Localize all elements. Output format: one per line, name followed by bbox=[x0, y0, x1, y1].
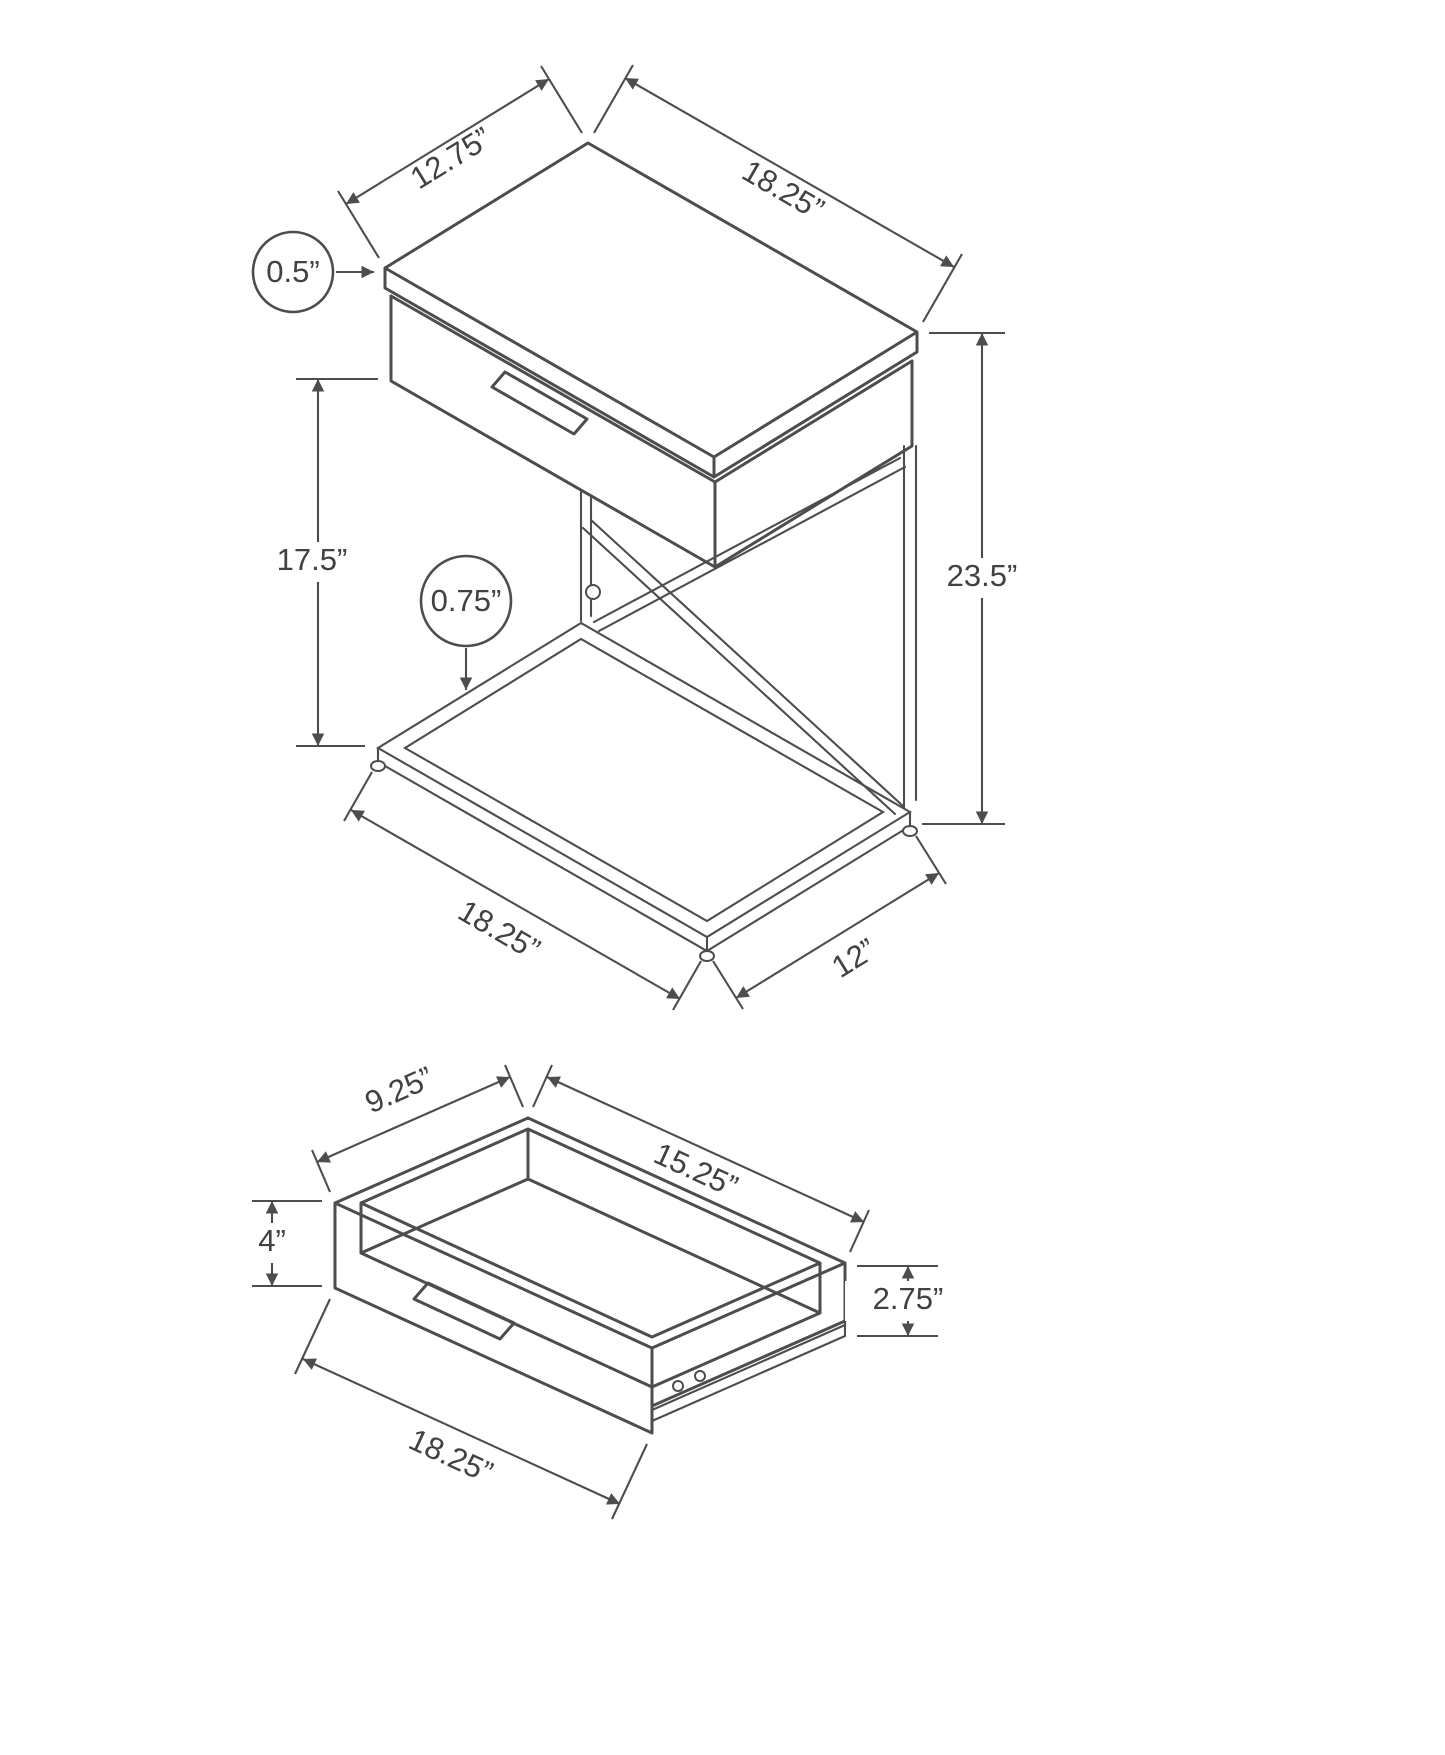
drawer-view: 9.25” 15.25” 4” 2.75” 18.25” bbox=[238, 1060, 971, 1520]
rail-screw-2 bbox=[694, 1370, 706, 1382]
label-base-width: 18.25” bbox=[452, 893, 546, 967]
metal-base bbox=[375, 621, 913, 953]
table-drawer-handle bbox=[490, 370, 589, 436]
label-side-height: 2.75” bbox=[873, 1281, 944, 1316]
foot-right bbox=[902, 825, 918, 837]
label-top-width: 18.25” bbox=[736, 153, 830, 227]
drawer-handle bbox=[412, 1281, 516, 1341]
drawer-slide-rail bbox=[650, 1319, 847, 1423]
dim-line-top-depth bbox=[345, 78, 550, 205]
dim-line-inner-width bbox=[546, 1076, 865, 1223]
label-base-depth: 12” bbox=[826, 931, 883, 984]
dim-line-base-depth bbox=[735, 872, 940, 999]
callout-top-thickness bbox=[251, 230, 335, 314]
callout-frame-thickness bbox=[419, 554, 513, 648]
foot-left bbox=[370, 760, 386, 772]
label-clearance-height: 17.5” bbox=[277, 542, 348, 577]
label-backing-side-height bbox=[845, 1281, 971, 1321]
drawer-extension-lines bbox=[252, 1064, 938, 1520]
label-backing-clearance bbox=[250, 542, 374, 582]
label-frame-thickness: 0.75” bbox=[431, 583, 502, 618]
table-view: 12.75” 18.25” 0.5” 17.5” 0.75” 23.5” 18.… bbox=[250, 64, 1044, 1011]
label-overall-height: 23.5” bbox=[947, 558, 1018, 593]
table-extension-lines bbox=[296, 64, 1005, 1011]
metal-frame bbox=[579, 444, 918, 816]
table-drawer-box bbox=[389, 294, 914, 569]
label-front-height: 4” bbox=[258, 1223, 286, 1258]
foot-front bbox=[699, 950, 715, 962]
label-overall-width: 18.25” bbox=[404, 1422, 498, 1490]
frame-bolt bbox=[585, 584, 601, 600]
label-top-thickness: 0.5” bbox=[266, 254, 319, 289]
dim-line-overall-width bbox=[302, 1358, 621, 1505]
rail-screw-1 bbox=[672, 1380, 684, 1392]
label-top-depth: 12.75” bbox=[404, 120, 497, 196]
dim-line-base-width bbox=[350, 809, 681, 1000]
dim-line-top-width bbox=[624, 77, 955, 268]
label-backing-front-height bbox=[238, 1223, 306, 1263]
drawer-body bbox=[333, 1116, 847, 1435]
label-inner-depth: 9.25” bbox=[360, 1060, 439, 1121]
table-top-slab bbox=[383, 141, 919, 479]
dim-line-inner-depth bbox=[316, 1076, 511, 1163]
label-backing-height bbox=[920, 558, 1044, 598]
